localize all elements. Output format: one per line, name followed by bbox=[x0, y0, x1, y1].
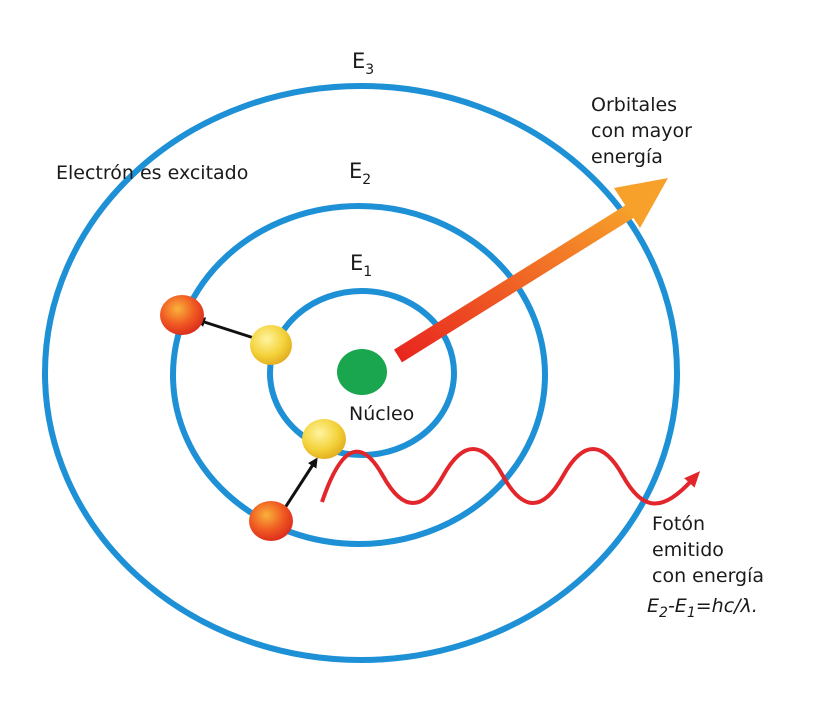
energy-arrow-head bbox=[614, 178, 668, 228]
relaxation-arrow bbox=[279, 457, 318, 515]
photon-formula: E2-E1=hc/λ. bbox=[647, 595, 758, 621]
orbit-e1 bbox=[267, 288, 457, 458]
energy-arrow-shaft bbox=[394, 203, 636, 363]
photon-wave bbox=[320, 447, 701, 506]
electron-excited-upper bbox=[160, 295, 204, 335]
label-e2: E2 bbox=[349, 159, 371, 188]
electron-ground-upper bbox=[250, 325, 292, 365]
label-e3: E3 bbox=[352, 49, 374, 78]
higher-orbitals-label: Orbitales con mayor energía bbox=[591, 94, 698, 168]
electron-excited-lower bbox=[249, 501, 293, 541]
orbit-e3 bbox=[42, 83, 680, 663]
electron-ground-lower bbox=[302, 419, 346, 459]
excited-label: Electrón es excitado bbox=[56, 162, 248, 184]
label-e1: E1 bbox=[350, 251, 372, 280]
nucleus-label: Núcleo bbox=[349, 403, 414, 425]
nucleus bbox=[337, 349, 387, 395]
excitation-arrow bbox=[195, 317, 255, 340]
photon-label: Fotón emitido con energía bbox=[652, 513, 764, 587]
orbit-e2 bbox=[170, 203, 548, 547]
